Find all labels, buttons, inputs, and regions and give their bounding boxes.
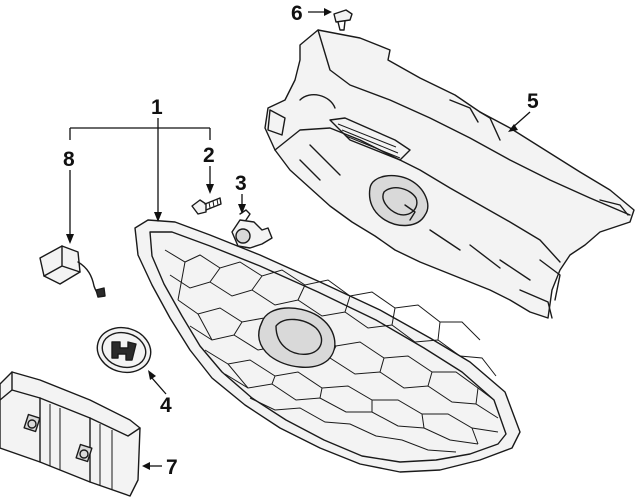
callout-2: 2 <box>203 144 215 167</box>
grille-support-bracket <box>264 29 635 319</box>
license-plate-bracket <box>0 371 141 497</box>
emblem <box>96 326 152 374</box>
callout-6: 6 <box>291 2 303 25</box>
callout-5: 5 <box>527 90 539 113</box>
callout-8: 8 <box>63 148 75 171</box>
callout-4: 4 <box>160 394 172 417</box>
callout-3: 3 <box>235 172 247 195</box>
callout-1: 1 <box>151 96 163 119</box>
sensor-module-with-harness <box>39 245 106 298</box>
screw <box>191 197 222 215</box>
radiator-grille-assembly <box>134 219 521 473</box>
leader-lines <box>66 8 531 470</box>
callout-7: 7 <box>166 456 178 479</box>
sensor-connector <box>231 209 273 249</box>
retaining-clip <box>333 9 353 31</box>
